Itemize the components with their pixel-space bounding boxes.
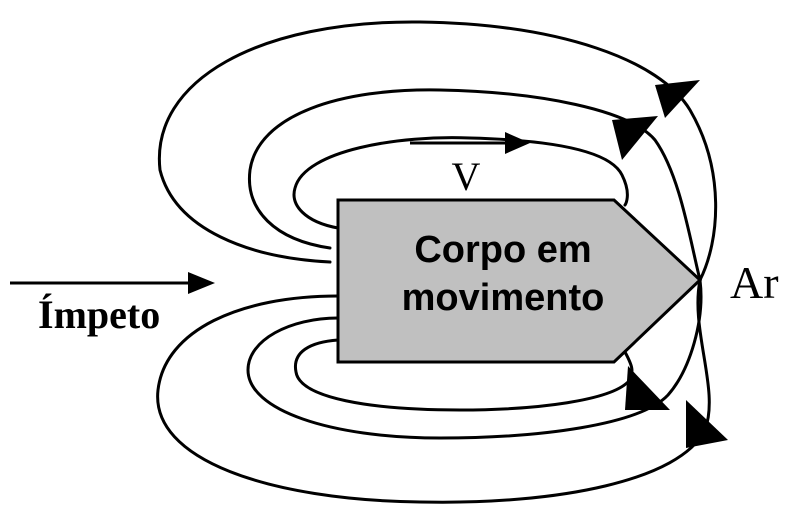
velocity-label: V — [452, 154, 481, 199]
moving-body — [336, 198, 703, 364]
body-label-line2: movimento — [402, 277, 605, 319]
flow-arrow-upper-inner — [612, 116, 658, 160]
flow-arrow-lower-outer — [686, 400, 728, 448]
impulse-arrow-icon — [188, 272, 215, 294]
flow-arrow-lower-inner — [625, 366, 670, 410]
velocity-arrow-icon — [505, 132, 530, 154]
body-label-line1: Corpo em — [414, 229, 591, 271]
air-label: Ar — [730, 257, 779, 308]
flow-arrow-upper-outer — [655, 80, 700, 118]
impulse-label: Ímpeto — [38, 292, 160, 337]
